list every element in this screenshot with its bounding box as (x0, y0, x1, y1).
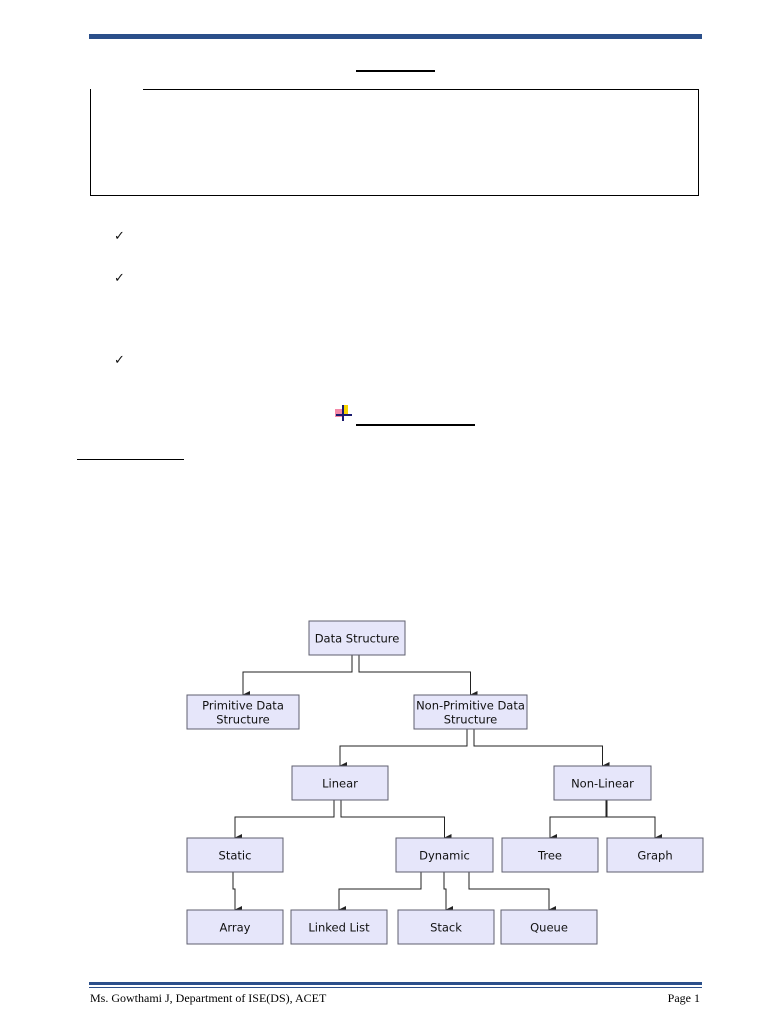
node-label: Array (220, 921, 251, 935)
edge-nonlinear-to-graph (606, 800, 662, 842)
footer-rule (89, 982, 702, 985)
node-static: Static (186, 837, 284, 873)
node-nonlinear: Non-Linear (553, 765, 652, 801)
node-box (186, 837, 284, 873)
node-tree: Tree (501, 837, 599, 873)
node-box (397, 909, 495, 945)
diagram-edges (232, 655, 662, 914)
node-label: Structure (216, 713, 270, 727)
section-heading-underline (356, 424, 475, 426)
footer-author: Ms. Gowthami J, Department of ISE(DS), A… (90, 991, 327, 1005)
node-array: Array (186, 909, 284, 945)
node-label: Static (219, 849, 252, 863)
node-label: Graph (637, 849, 672, 863)
node-box (186, 909, 284, 945)
edge-dynamic-to-linkedlist (338, 872, 422, 914)
node-label: Data Structure (315, 632, 400, 646)
node-label: Queue (530, 921, 568, 935)
node-label: Structure (444, 713, 498, 727)
edge-dynamic-to-queue (468, 872, 556, 914)
node-stack: Stack (397, 909, 495, 945)
node-box (291, 765, 389, 801)
node-box (501, 837, 599, 873)
node-box (606, 837, 704, 873)
edge-dynamic-to-stack (443, 872, 453, 914)
node-dynamic: Dynamic (395, 837, 494, 873)
node-label: Stack (430, 921, 462, 935)
edge-static-to-array (232, 872, 242, 914)
node-linkedlist: Linked List (290, 909, 388, 945)
edge-linear-to-dynamic (340, 800, 452, 842)
definition-box (90, 89, 699, 196)
edge-nonprim-to-nonlinear (473, 729, 610, 770)
bullet-pointer-icon (335, 405, 352, 421)
node-box (290, 909, 388, 945)
node-box (186, 694, 300, 730)
edge-ds-to-nonprim (358, 655, 478, 699)
node-box (413, 694, 528, 730)
node-ds: Data Structure (308, 620, 406, 656)
edge-linear-to-static (234, 800, 335, 842)
footer-rule-thin (89, 987, 702, 988)
box-label-gap (91, 86, 143, 92)
node-label: Non-Linear (571, 777, 634, 791)
footer-page-number: Page 1 (667, 991, 700, 1005)
node-graph: Graph (606, 837, 704, 873)
checkmark-icon: ✓ (114, 271, 125, 286)
subheading-underline (77, 459, 184, 460)
node-label: Tree (537, 849, 562, 863)
node-box (395, 837, 494, 873)
node-box (308, 620, 406, 656)
node-label: Primitive Data (202, 699, 284, 713)
node-label: Linked List (308, 921, 370, 935)
header-rule (89, 34, 702, 39)
title-underline (356, 70, 435, 72)
node-label: Dynamic (419, 849, 470, 863)
checkmark-icon: ✓ (114, 353, 125, 368)
node-label: Linear (322, 777, 358, 791)
node-box (500, 909, 598, 945)
edge-nonprim-to-linear (339, 729, 468, 770)
edge-ds-to-prim (242, 655, 353, 699)
node-label: Non-Primitive Data (416, 699, 525, 713)
node-box (553, 765, 652, 801)
node-linear: Linear (291, 765, 389, 801)
edge-nonlinear-to-tree (549, 800, 607, 842)
checkmark-icon: ✓ (114, 229, 125, 244)
node-queue: Queue (500, 909, 598, 945)
